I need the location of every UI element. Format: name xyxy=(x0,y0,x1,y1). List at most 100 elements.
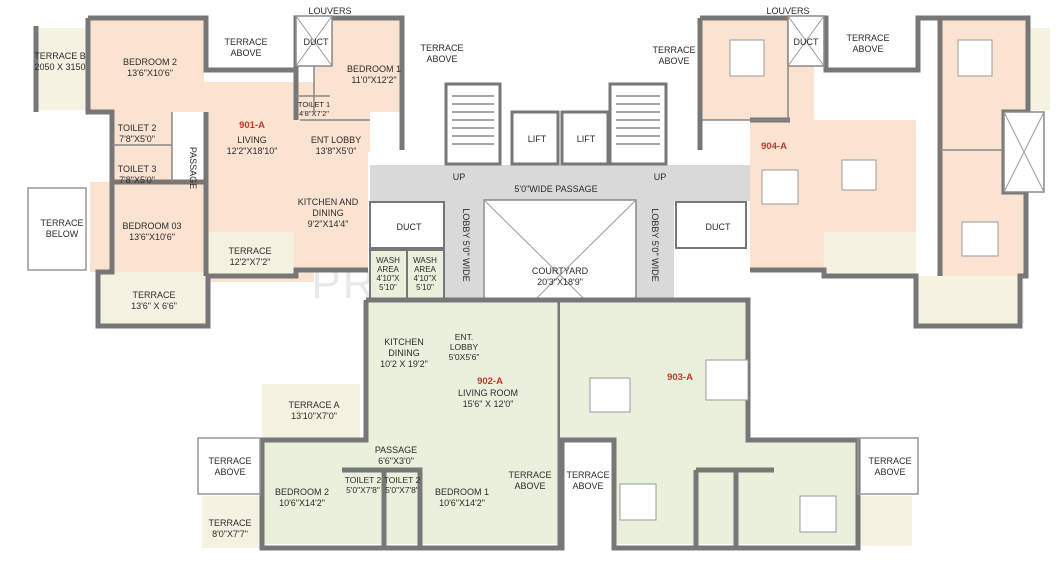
ent-lobby-901-area xyxy=(300,112,370,152)
duct-4-label: DUCT xyxy=(794,37,819,47)
unit-901 xyxy=(33,15,405,329)
terrace-above-6-line2: ABOVE xyxy=(514,481,545,491)
terrace-904b-area xyxy=(918,276,1024,324)
terrace-above-4-line1: TERRACE xyxy=(846,33,889,43)
kitchen-902-line1: KITCHEN xyxy=(384,337,424,347)
lift-2-label: LIFT xyxy=(577,134,596,144)
ent-lobby-902-line2: LOBBY xyxy=(450,342,479,352)
svg-text:TOILET 14'8"X7'2": TOILET 14'8"X7'2" xyxy=(298,100,330,118)
wash1-line4: 5'10" xyxy=(379,283,397,292)
bedroom1-902-line2: 10'6"X14'2" xyxy=(439,498,485,508)
main-passage-area xyxy=(370,165,750,201)
terrace-902-area xyxy=(202,496,260,548)
courtyard-line2: 20'3"X18'9" xyxy=(537,277,583,287)
bedroom2-902-line1: BEDROOM 2 xyxy=(275,487,329,497)
terrace-904a-area xyxy=(824,232,916,276)
terrace-903-area xyxy=(860,496,912,546)
bedroom2-901-area xyxy=(88,20,204,112)
terrace-above-6-line1: TERRACE xyxy=(508,470,551,480)
duct-3-label: DUCT xyxy=(706,222,731,232)
unit-904 xyxy=(697,15,1050,329)
toilets-901-area xyxy=(112,112,172,182)
courtyard-line1: COURTYARD xyxy=(532,266,589,276)
terrace-902-line2: 8'0"X7'7" xyxy=(212,529,248,539)
louvers-2-label: LOUVERS xyxy=(766,6,809,16)
unit-label-904: 904-A xyxy=(761,141,787,152)
living-901-line1: LIVING xyxy=(237,135,267,145)
wash1-line3: 4'10"X xyxy=(376,274,400,283)
terrace-above-2-line2: ABOVE xyxy=(426,54,457,64)
toilet2-902a-line2: 5'0"X7'8" xyxy=(346,485,380,495)
svg-text:TOILET 25'0"X7'8": TOILET 25'0"X7'8" xyxy=(384,475,421,495)
passage-902-line1: PASSAGE xyxy=(375,445,417,455)
lift-2-box xyxy=(560,110,610,166)
lobby-left-label: LOBBY 5'0" WIDE xyxy=(461,208,471,281)
ent-lobby-902-line1: ENT. xyxy=(455,332,473,342)
terrace-below-line2: BELOW xyxy=(46,229,79,239)
living-902-line1: LIVING ROOM xyxy=(458,388,518,398)
svg-text:TERRACE A13'10"X7'0": TERRACE A13'10"X7'0" xyxy=(288,400,339,421)
terrace-above-5-box xyxy=(197,437,261,495)
bedroom1-901-line2: 11'0"X12'2" xyxy=(351,75,396,85)
stair-right xyxy=(608,82,668,166)
toilet2-902b-line1: TOILET 2 xyxy=(384,475,421,485)
terrace-above-4-line2: ABOVE xyxy=(852,44,883,54)
bedroom3-901-area xyxy=(90,182,204,272)
passage-901-label: PASSAGE xyxy=(188,147,198,189)
toilet3-901-line1: TOILET 3 xyxy=(118,164,157,174)
bedroom1-902-line1: BEDROOM 1 xyxy=(435,487,489,497)
bed-903a xyxy=(619,483,657,521)
kitchen-901-line1: KITCHEN AND xyxy=(298,197,359,207)
svg-text:BEDROOM 213'6"X10'6": BEDROOM 213'6"X10'6" xyxy=(123,57,177,78)
bedroom2-901-line2: 13'6"X10'6" xyxy=(127,68,173,78)
bed-903b xyxy=(799,495,837,533)
toilet2-901-line2: 7'8"X5'0" xyxy=(119,134,155,144)
duct-2-label: DUCT xyxy=(397,222,422,232)
terrace-901-line2: 12'2"X7'2" xyxy=(230,257,271,267)
lift-1-box xyxy=(510,110,560,166)
louvers-1-label: LOUVERS xyxy=(308,6,351,16)
terrace-902-line1: TERRACE xyxy=(208,518,251,528)
duct-1-cross-b xyxy=(295,15,333,67)
svg-text:TOILET 37'8"X5'0": TOILET 37'8"X5'0" xyxy=(118,164,157,185)
main-passage-label: 5'0"WIDE PASSAGE xyxy=(514,184,597,194)
terrace-above-8-line2: ABOVE xyxy=(874,467,905,477)
stair-left xyxy=(444,82,502,166)
ent-lobby-901-line2: 13'8"X5'0" xyxy=(316,146,357,156)
shaft-904-cross-b xyxy=(1003,111,1045,193)
duct-3-box xyxy=(675,201,747,249)
ent-lobby-901-line1: ENT LOBBY xyxy=(311,135,361,145)
wash2-line2: AREA xyxy=(414,265,436,274)
wash2-line1: WASH xyxy=(413,256,437,265)
wall-901 xyxy=(33,15,405,329)
wash2-line3: 4'10"X xyxy=(413,274,437,283)
terrace-b-line1: TERRACE B xyxy=(34,51,86,61)
sofa-903 xyxy=(589,377,631,413)
bedroom2-901-line1: BEDROOM 2 xyxy=(123,57,177,67)
terrace-above-5-line1: TERRACE xyxy=(208,456,251,466)
wash1-line2: AREA xyxy=(377,265,399,274)
terrace-b-area xyxy=(36,28,88,110)
up-1-label: UP xyxy=(453,172,466,182)
living-902-line2: 15'6" X 12'0" xyxy=(463,399,514,409)
wash1-line1: WASH xyxy=(376,256,400,265)
kitchen-901-area xyxy=(280,150,368,270)
terrace-above-7-line2: ABOVE xyxy=(572,481,603,491)
kitchen-902-line2: DINING xyxy=(388,348,420,358)
unit-label-901: 901-A xyxy=(239,120,265,131)
